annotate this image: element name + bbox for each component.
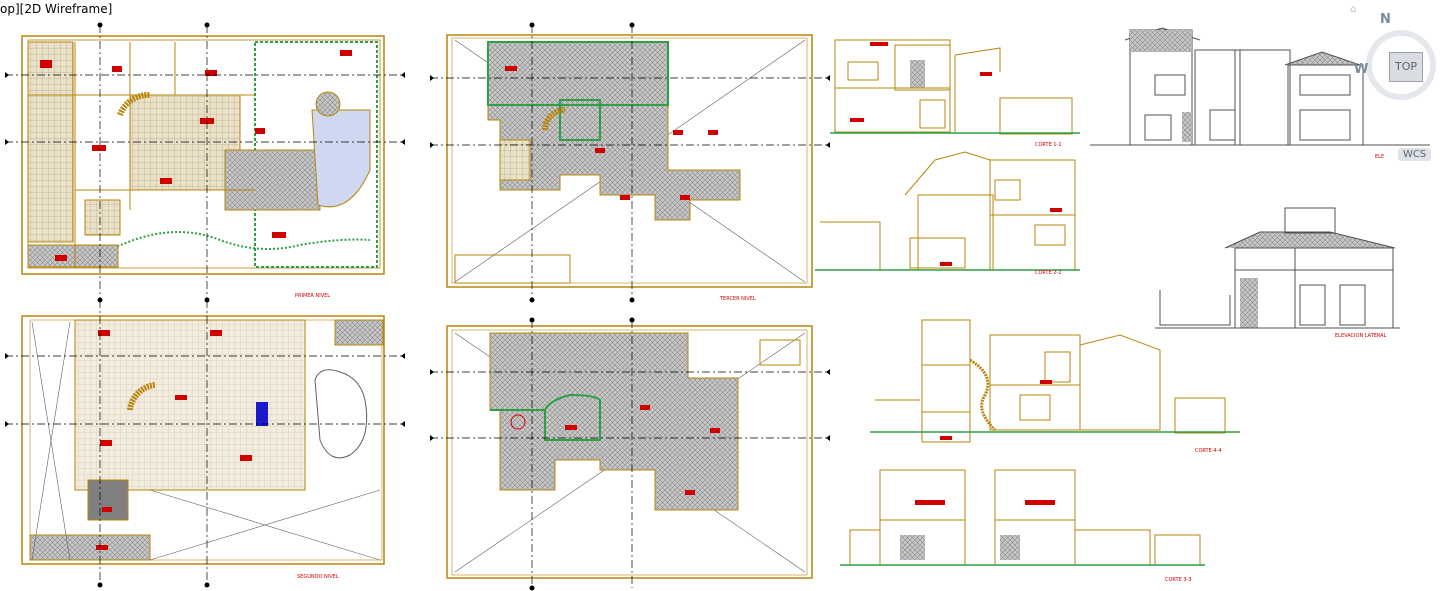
- viewcube-north[interactable]: N: [1380, 12, 1391, 27]
- label-tercer-nivel: TERCER NIVEL: [719, 296, 756, 302]
- viewcube-top-face[interactable]: TOP: [1389, 52, 1423, 82]
- plan-tercer-nivel[interactable]: TERCER NIVEL: [446, 34, 813, 302]
- axis-arrows: [5, 22, 830, 591]
- viewcube-compass-ring[interactable]: [1366, 30, 1436, 100]
- elevation-lateral[interactable]: ELEVACION LATERAL: [1155, 207, 1400, 339]
- section-corte-4-4[interactable]: CORTE 4-4: [870, 319, 1240, 454]
- plan-cubierta[interactable]: [446, 325, 813, 579]
- section-corte-3-3[interactable]: CORTE 3-3: [840, 469, 1205, 583]
- label-elevacion-frontal: ELE: [1375, 154, 1384, 160]
- section-corte-1-1[interactable]: CORTE 1-1: [830, 39, 1080, 148]
- section-corte-2-2[interactable]: CORTE 2-2: [815, 151, 1080, 276]
- label-corte-4-4: CORTE 4-4: [1195, 448, 1222, 454]
- label-corte-3-3: CORTE 3-3: [1165, 577, 1192, 583]
- label-corte-1-1: CORTE 1-1: [1035, 142, 1062, 148]
- axis-grid-lines: [5, 25, 830, 588]
- label-primer-nivel: PRIMER NIVEL: [295, 293, 330, 299]
- plan-segundo-nivel[interactable]: SEGUNDO NIVEL: [21, 315, 385, 580]
- label-elevacion-lateral: ELEVACION LATERAL: [1335, 333, 1387, 339]
- wcs-menu-button[interactable]: WCS: [1398, 148, 1432, 161]
- elevation-frontal[interactable]: ELE: [1090, 27, 1430, 160]
- label-segundo-nivel: SEGUNDO NIVEL: [297, 574, 339, 580]
- viewport-label[interactable]: op][2D Wireframe]: [0, 2, 113, 16]
- plan-primer-nivel[interactable]: PRIMER NIVEL: [21, 35, 385, 299]
- label-corte-2-2: CORTE 2-2: [1035, 270, 1062, 276]
- viewcube-west[interactable]: W: [1354, 62, 1369, 77]
- home-icon[interactable]: ⌂: [1350, 4, 1357, 15]
- viewcube[interactable]: ⌂ N W TOP WCS: [1350, 4, 1452, 161]
